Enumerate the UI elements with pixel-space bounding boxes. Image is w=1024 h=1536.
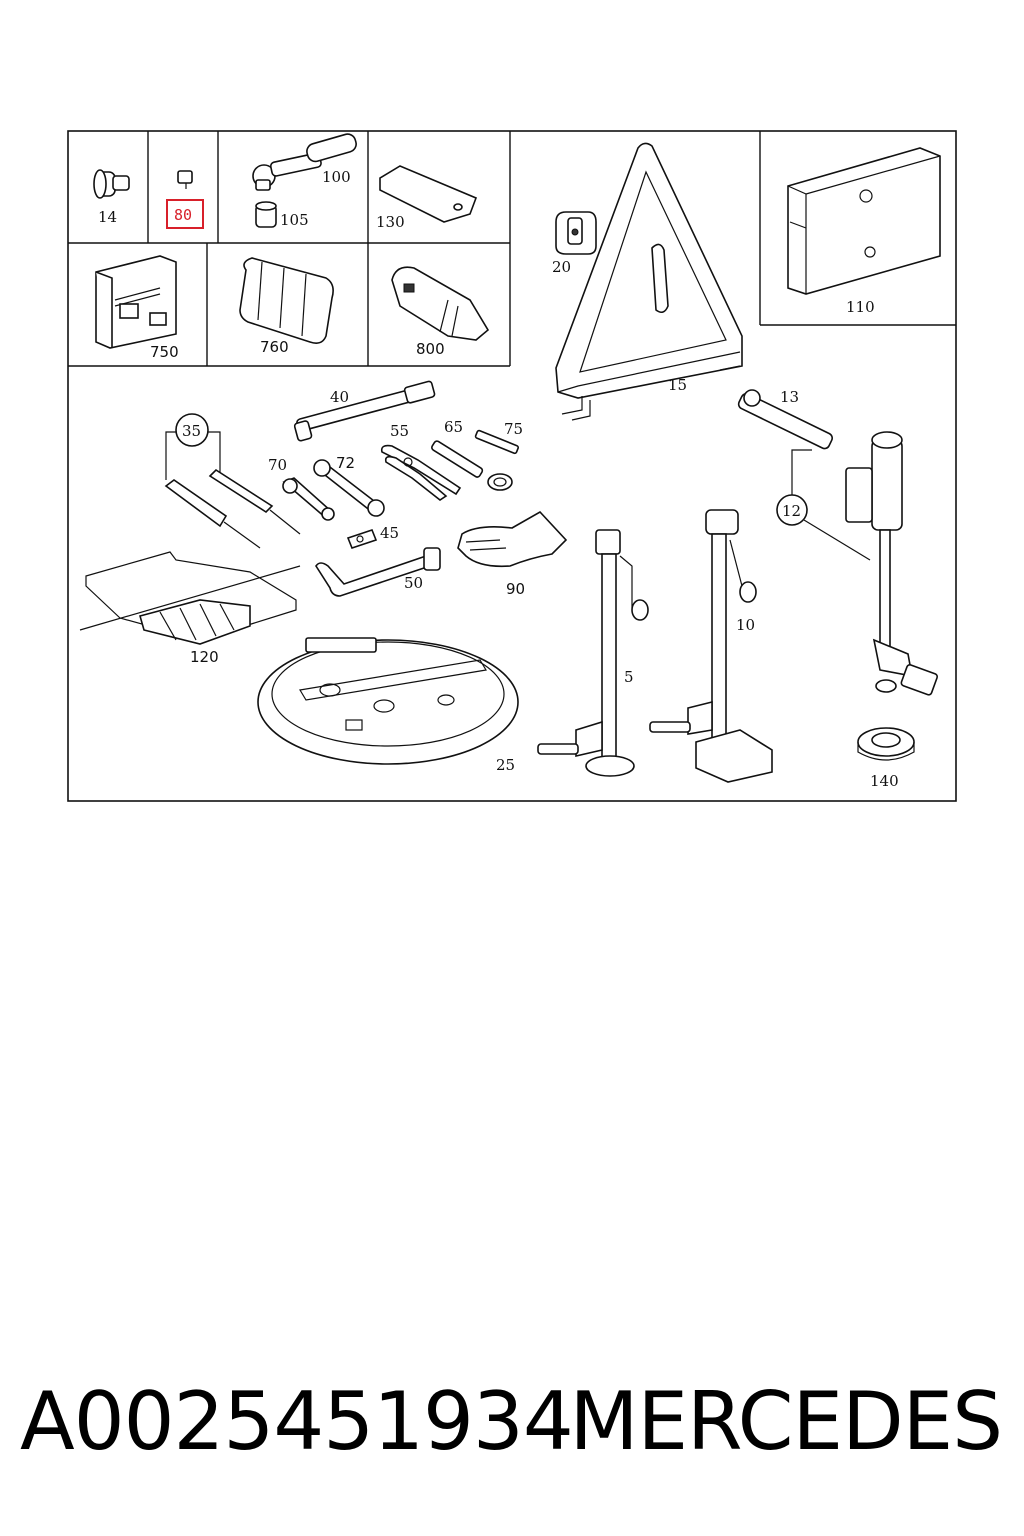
part-14-plug: [93, 169, 130, 199]
label-800: 800: [416, 340, 445, 358]
label-130: 130: [376, 213, 405, 231]
part-130-wedge: [379, 165, 478, 223]
part-70-wrench: [282, 477, 335, 521]
part-40-extension-bar: [293, 380, 436, 442]
part-10-jack: [649, 509, 773, 783]
label-55: 55: [390, 422, 409, 440]
part-110-first-aid-box: [787, 147, 941, 295]
label-120: 120: [190, 648, 219, 666]
label-15: 15: [668, 376, 687, 394]
label-105: 105: [280, 211, 309, 229]
part-65-towing-eye: [431, 440, 513, 491]
brand-name: MERCEDES: [569, 1375, 1003, 1468]
part-120-mat: [79, 551, 301, 645]
diagram-frame: [67, 130, 957, 802]
part-50-wheel-wrench: [315, 547, 441, 597]
label-750: 750: [150, 343, 179, 361]
part-35-screwdrivers: [164, 413, 301, 549]
label-35: 35: [182, 422, 201, 440]
label-90: 90: [506, 580, 525, 598]
label-100: 100: [322, 168, 351, 186]
label-110: 110: [846, 298, 875, 316]
label-10: 10: [736, 616, 755, 634]
part-100-ratchet: [252, 133, 357, 191]
part-80-clip: [177, 170, 193, 189]
part-number: A0025451934: [20, 1375, 574, 1468]
part-15-warning-triangle: [555, 142, 743, 421]
label-45: 45: [380, 524, 399, 542]
exploded-parts-diagram: 14 80 100 105 130 750 760: [67, 130, 957, 802]
label-75: 75: [504, 420, 523, 438]
label-140: 140: [870, 772, 899, 790]
part-55-pliers: [380, 444, 462, 501]
part-13-crank-rod: [737, 389, 833, 450]
footer: A0025451934 MERCEDES: [0, 1372, 1024, 1472]
part-20-holder: [555, 211, 597, 255]
label-13: 13: [780, 388, 799, 406]
label-40: 40: [330, 388, 349, 406]
part-12-jack-assembly: [776, 431, 939, 696]
part-760-tool-roll: [239, 257, 334, 344]
label-65: 65: [444, 418, 463, 436]
label-5: 5: [624, 668, 634, 686]
label-12: 12: [782, 502, 801, 520]
part-90-gloves: [457, 510, 568, 568]
part-750-booklet: [95, 255, 177, 349]
label-14: 14: [98, 208, 117, 226]
label-72: 72: [336, 454, 355, 472]
part-72-wrench: [313, 459, 385, 517]
label-80: 80: [174, 206, 192, 224]
part-800-pouch: [391, 266, 490, 341]
part-75-bolt: [474, 429, 519, 455]
part-25-tool-tray: [257, 637, 519, 765]
label-25: 25: [496, 756, 515, 774]
label-50: 50: [404, 574, 423, 592]
label-760: 760: [260, 338, 289, 356]
part-45-adapter: [346, 529, 378, 549]
grid-cells: [68, 131, 956, 367]
part-105-socket: [255, 201, 277, 228]
label-70: 70: [268, 456, 287, 474]
part-5-jack: [537, 529, 649, 777]
highlight-box-80: [166, 199, 204, 229]
label-20: 20: [552, 258, 571, 276]
part-140-washer: [857, 727, 915, 761]
